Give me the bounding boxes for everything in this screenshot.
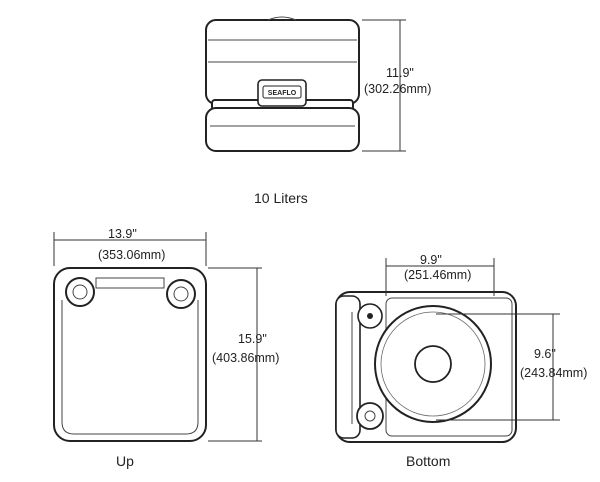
up-width-mm: (353.06mm) — [98, 248, 165, 262]
side-view: SEAFLO 11.9" (302.26mm) — [205, 16, 431, 152]
up-view: 13.9" (353.06mm) 15.9" (403.86mm) Up — [53, 227, 279, 469]
bottom-width-mm: (251.46mm) — [404, 268, 471, 282]
side-height-mm: (302.26mm) — [364, 82, 431, 96]
capacity-caption: 10 Liters — [254, 190, 308, 206]
up-height-in: 15.9" — [238, 332, 267, 346]
bottom-view-hinge — [335, 295, 361, 439]
bottom-view: 9.9" (251.46mm) 9.6" (243.84mm) Bottom — [335, 253, 587, 469]
bottom-height-in: 9.6" — [534, 347, 556, 361]
side-height-in: 11.9" — [386, 66, 414, 80]
up-view-outline — [53, 267, 207, 442]
up-view-label: Up — [116, 453, 134, 469]
bottom-view-center-port — [414, 345, 452, 383]
side-view-lower-tank — [205, 107, 360, 152]
bottom-width-in: 9.9" — [420, 253, 442, 267]
up-height-mm: (403.86mm) — [212, 351, 279, 365]
bottom-height-mm: (243.84mm) — [520, 366, 587, 380]
bottom-view-label: Bottom — [406, 453, 450, 469]
up-width-in: 13.9" — [108, 227, 137, 241]
brand-label: SEAFLO — [268, 90, 297, 97]
